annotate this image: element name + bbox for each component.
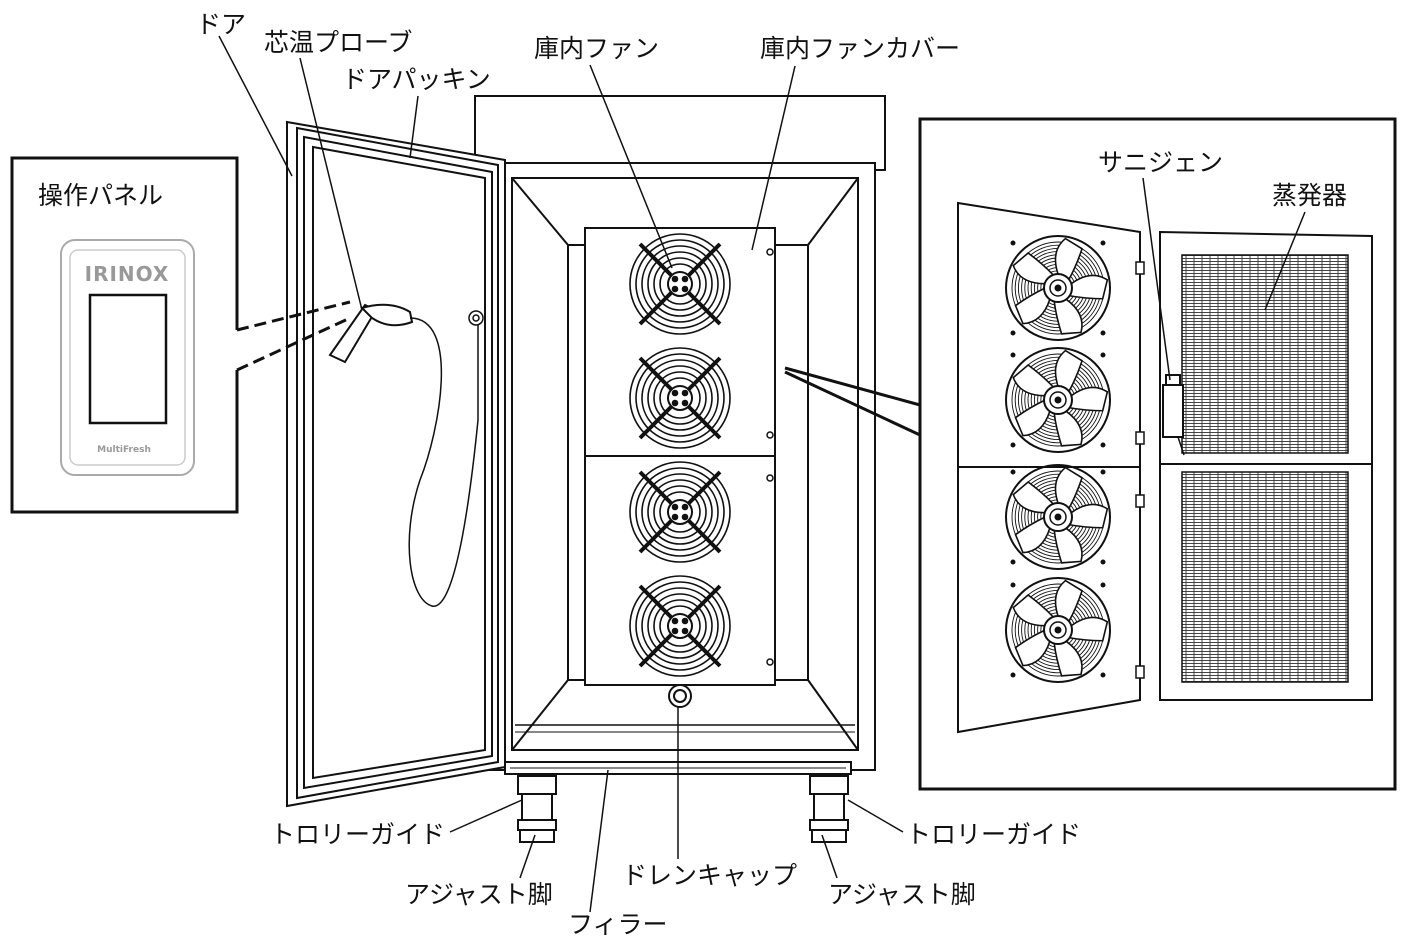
panel-brand: IRINOX [85,262,170,286]
inner-fan-grilles [629,233,731,677]
label-filler: フィラー [568,910,668,939]
detail-hinges [1135,261,1145,679]
evaporator [1159,230,1373,701]
axial-fan-3 [1005,464,1111,570]
label-trolley-guide-right: トロリーガイド [906,820,1082,849]
inner-fan-grille-3 [629,461,731,563]
drain-cap [668,684,692,708]
feet [517,775,849,843]
leader-lines [218,35,1306,913]
detail-open-panel [957,201,1141,734]
label-core-probe: 芯温プローブ [264,28,413,57]
label-drain-cap: ドレンキャップ [622,861,798,890]
door-hinge-knob [468,310,484,326]
label-trolley-guide-left: トロリーガイド [270,820,446,849]
label-door-gasket: ドアパッキン [342,65,491,94]
inner-fan-grille-2 [629,347,731,449]
axial-fan-2 [1005,347,1111,453]
top-housing [474,95,886,171]
label-door: ドア [196,10,247,39]
label-sanigen: サニジェン [1098,148,1224,177]
operation-panel-callout [10,156,239,514]
axial-fan-4 [1005,577,1111,683]
sanigen-device [1162,374,1185,456]
label-operation-panel: 操作パネル [38,181,164,210]
inner-fan-grille-4 [629,575,731,677]
label-adjust-leg-left: アジャスト脚 [405,880,553,909]
label-adjust-leg-right: アジャスト脚 [828,880,976,909]
label-inner-fan-cover: 庫内ファンカバー [760,34,961,63]
axial-fan-1 [1005,235,1111,341]
core-probe [328,303,414,364]
label-inner-fan: 庫内ファン [534,34,660,63]
operation-panel-device [60,239,195,476]
fan-cover-screws [766,248,774,666]
detail-callout-lines [784,366,921,437]
probe-cable [408,317,479,607]
panel-model: MultiFresh [97,445,151,455]
inner-fan-grille-1 [629,233,731,335]
label-evaporator: 蒸発器 [1272,181,1348,210]
axial-fans [1005,235,1111,683]
open-door [286,120,506,808]
panel-callout-dashes [236,300,351,372]
